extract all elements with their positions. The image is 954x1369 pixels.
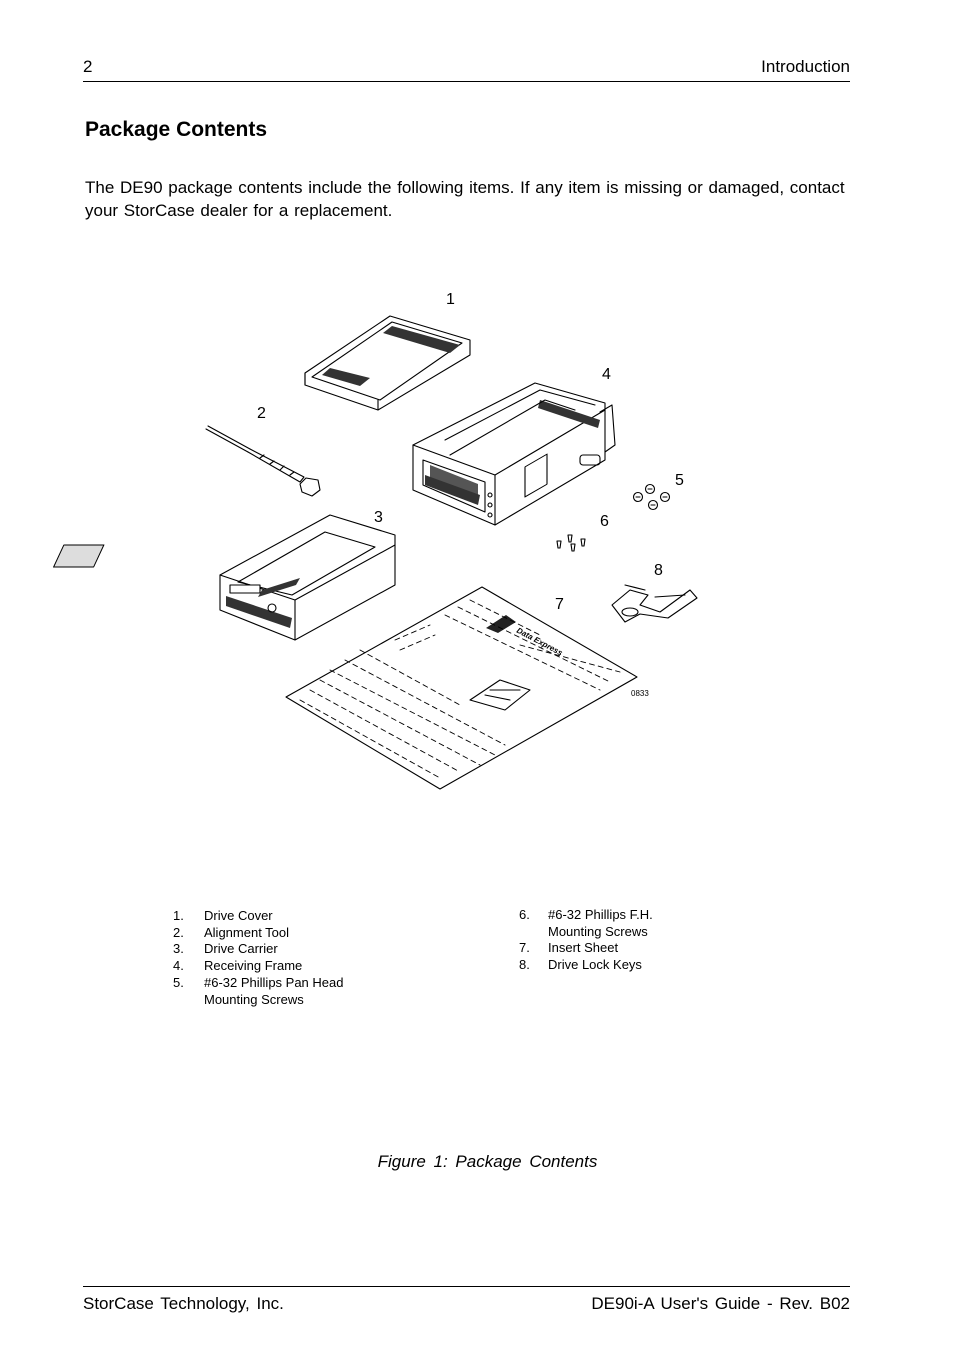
page-footer: StorCase Technology, Inc. DE90i-A User's… [83,1286,850,1317]
legend-item: 3.Drive Carrier [173,941,278,957]
alignment-tool-drawing [205,425,321,497]
legend-item: 8.Drive Lock Keys [519,957,642,973]
intro-paragraph: The DE90 package contents include the fo… [85,178,845,220]
receiving-frame-drawing [412,382,616,526]
callout-5: 5 [675,472,684,489]
page-number: 2 [83,57,93,76]
legend-item: 7.Insert Sheet [519,940,619,956]
drawing-number: 0833 [631,689,649,698]
callout-1: 1 [446,291,455,308]
drive-cover-drawing [304,315,471,411]
callout-7: 7 [555,596,564,613]
legend-item: 6.#6-32 Phillips F.H. [519,907,653,922]
page-title: Package Contents [85,118,268,141]
legend-left: 1.Drive Cover 2.Alignment Tool 3.Drive C… [173,908,343,1008]
page-header: 2 Introduction [83,57,850,82]
legend-item: 2.Alignment Tool [173,924,290,940]
legend-item: 4.Receiving Frame [173,958,303,974]
legend-right: 6.#6-32 Phillips F.H. Mounting Screws 7.… [519,907,653,974]
callout-6: 6 [600,513,609,530]
legend-item-continuation: Mounting Screws [548,923,648,939]
footer-document: DE90i-A User's Guide - Rev. B02 [591,1294,850,1313]
callout-3: 3 [374,509,383,526]
drive-carrier-drawing [52,514,396,641]
callout-8: 8 [654,562,663,579]
drive-lock-keys-drawing [611,584,698,623]
callout-4: 4 [602,366,611,383]
pan-head-screws-drawing [632,483,671,511]
legend-item-continuation: Mounting Screws [204,991,304,1007]
flat-head-screws-drawing [556,534,586,552]
footer-company: StorCase Technology, Inc. [83,1294,284,1313]
callout-2: 2 [257,405,266,422]
figure-caption: Figure 1: Package Contents [377,1152,598,1171]
legend-item: 1.Drive Cover [173,908,273,923]
insert-sheet-drawing [285,586,638,790]
section-title: Introduction [761,57,850,76]
legend-item: 5.#6-32 Phillips Pan Head [173,974,344,990]
